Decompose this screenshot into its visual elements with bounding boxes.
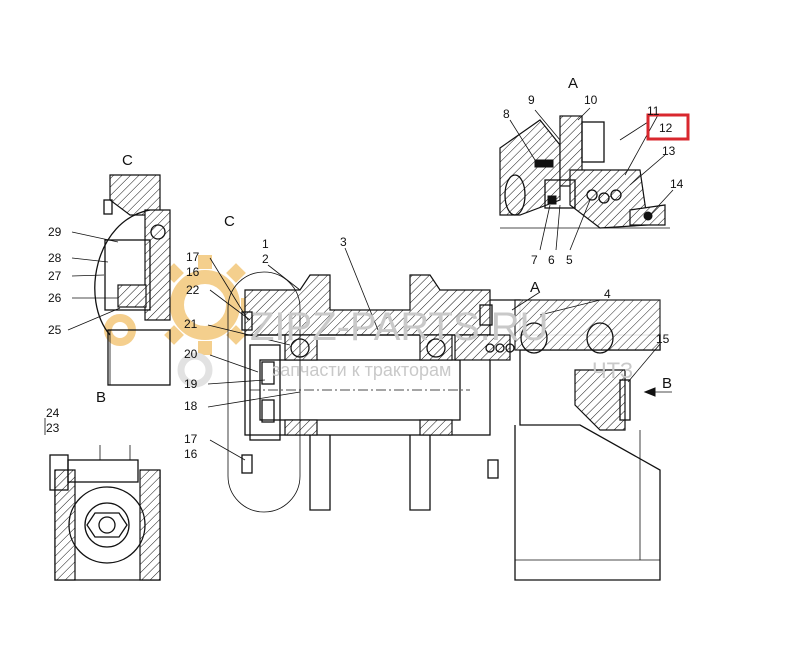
callout-14[interactable]: 14 [670,177,684,191]
callout-labels: 1 2 3 4 5 6 7 8 9 10 11 12 13 14 15 16 1… [46,93,684,461]
callout-21[interactable]: 21 [184,317,198,331]
watermark-gear-icon [104,255,255,388]
callout-16-top[interactable]: 16 [186,265,200,279]
detail-a [499,115,670,229]
callout-6[interactable]: 6 [548,253,555,267]
callout-26[interactable]: 26 [48,291,62,305]
section-label-a-detail: A [568,75,578,92]
callout-5[interactable]: 5 [566,253,573,267]
callout-8[interactable]: 8 [503,107,510,121]
callout-27[interactable]: 27 [48,269,62,283]
callout-18[interactable]: 18 [184,399,198,413]
detail-c [94,174,171,386]
section-label-b-detail: B [96,389,106,406]
callout-25[interactable]: 25 [48,323,62,337]
callout-29[interactable]: 29 [48,225,62,239]
callout-4[interactable]: 4 [604,287,611,301]
section-label-c-detail: C [122,152,133,169]
highlight-box [646,113,690,141]
watermark-tagline: запчасти к тракторам [272,360,451,380]
callout-11[interactable]: 11 [647,104,660,118]
callout-3[interactable]: 3 [340,235,347,249]
callout-17-top[interactable]: 17 [186,250,200,264]
callout-28[interactable]: 28 [48,251,62,265]
callout-13[interactable]: 13 [662,144,676,158]
callout-22[interactable]: 22 [186,283,200,297]
section-label-c-main: C [224,213,235,230]
callout-10[interactable]: 10 [584,93,598,107]
callout-1[interactable]: 1 [262,237,269,251]
section-label-a-main: A [530,279,540,296]
callout-7[interactable]: 7 [531,253,538,267]
watermark-brand: ZIPZ-PARTS.RU [250,305,549,349]
leader-lines [67,107,674,461]
callout-2[interactable]: 2 [262,252,269,266]
callout-20[interactable]: 20 [184,347,198,361]
detail-b [44,418,161,581]
callout-15[interactable]: 15 [656,332,670,346]
callout-12[interactable]: 12 [659,121,673,135]
main-assembly [227,271,672,581]
callout-9[interactable]: 9 [528,93,535,107]
callout-16-bottom[interactable]: 16 [184,447,198,461]
section-label-b-main: B [662,375,672,392]
callout-23[interactable]: 23 [46,421,60,435]
watermark-suffix: ЧТЗ [592,358,633,383]
callout-19[interactable]: 19 [184,377,198,391]
callout-24[interactable]: 24 [46,406,60,420]
callout-17-bottom[interactable]: 17 [184,432,198,446]
